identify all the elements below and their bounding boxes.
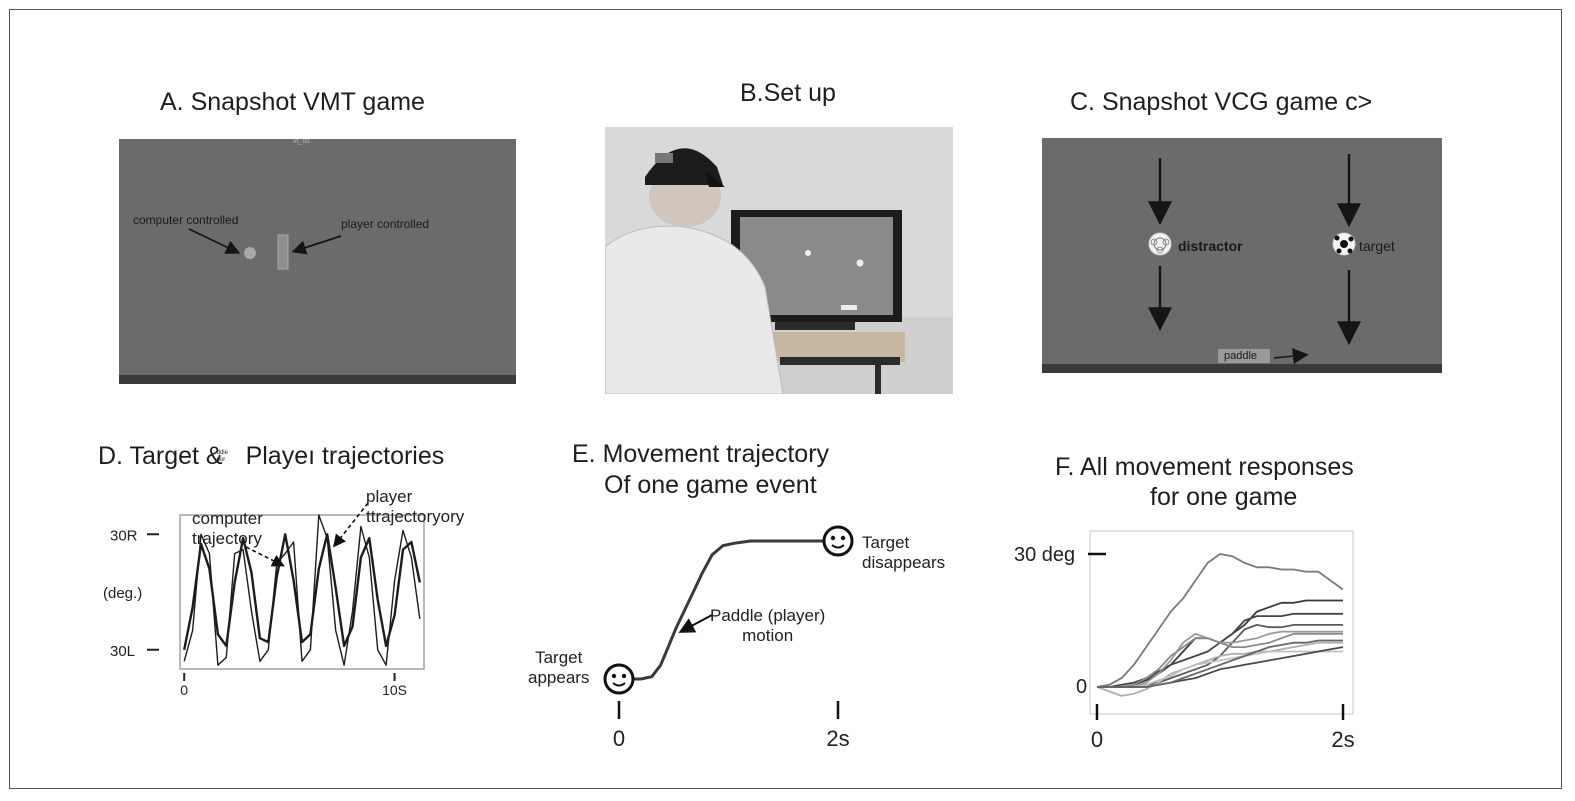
target-appears-face-icon bbox=[603, 663, 635, 695]
all-movement-responses-chart: 30 deg 0 0 2s bbox=[1014, 530, 1355, 752]
x-tick-end-label: 2s bbox=[826, 726, 849, 751]
x-tick-start-label: 0 bbox=[180, 682, 188, 698]
target-disappears-label: Target disappears bbox=[862, 533, 946, 572]
target-disappears-face-icon-eye-left bbox=[830, 535, 836, 541]
taskbar bbox=[1042, 364, 1442, 373]
vcg-game-graphics bbox=[1148, 154, 1361, 365]
target-ball-icon bbox=[1332, 232, 1356, 256]
panel-e-title-line1: E. Movement trajectory bbox=[572, 440, 830, 468]
x-tick-start-label: 0 bbox=[1091, 727, 1103, 752]
vmt-game-graphics bbox=[188, 228, 342, 270]
figure-frame bbox=[9, 9, 1562, 789]
panel-d-title-overlay: ddle por bbox=[216, 450, 228, 464]
target-appears-label: Target appears bbox=[528, 648, 590, 687]
movement-trajectory-chart: 0 2s bbox=[603, 525, 854, 751]
distractor-ball-icon bbox=[1148, 232, 1172, 256]
paddle-arrow bbox=[1273, 348, 1309, 365]
player-trajectory-label: player ttrajectoryory bbox=[366, 487, 465, 526]
target-label: target bbox=[1359, 238, 1395, 254]
target-appears-face-icon-outline bbox=[603, 663, 635, 695]
vcg-game-screenshot: distractor target paddle bbox=[1042, 138, 1442, 373]
y-tick-bottom-label: 30L bbox=[110, 643, 135, 660]
target-disappears-face-icon bbox=[822, 525, 854, 557]
target-disappears-face-icon-eye-right bbox=[840, 535, 846, 541]
response-line-6 bbox=[1097, 632, 1343, 688]
target-appears-face-icon-mouth bbox=[612, 682, 626, 687]
panel-d-title-end: Playeı trajectories bbox=[245, 442, 445, 470]
panel-f-title-line1: F. All movement responses bbox=[1055, 453, 1354, 481]
target-appears-face-icon-eye-right bbox=[621, 673, 627, 679]
response-line-1 bbox=[1096, 553, 1344, 688]
x-tick-start-label: 0 bbox=[613, 726, 625, 751]
x-tick-end-label: 10S bbox=[382, 682, 407, 698]
panel-f-title-line2: for one game bbox=[1150, 483, 1298, 511]
vmt-game-screenshot: vt_os computer controlled player control… bbox=[119, 139, 516, 384]
plot-frame bbox=[179, 514, 425, 670]
y-tick-bottom-label: 0 bbox=[1076, 676, 1087, 698]
panel-d-title: D. Target &ddle por Playeı trajectories bbox=[98, 441, 444, 471]
panel-c-title: C. Snapshot VCG game c> bbox=[1070, 88, 1373, 116]
plot-frame bbox=[1089, 530, 1354, 715]
panel-e-title-line2: Of one game event bbox=[604, 471, 817, 499]
setup-photo-drawing bbox=[605, 127, 953, 394]
ball bbox=[244, 247, 256, 259]
paddle-label: paddle bbox=[1224, 350, 1258, 362]
panel-b-title: B.Set up bbox=[740, 79, 836, 107]
response-line-10 bbox=[1097, 639, 1343, 688]
computer-controlled-label: computer controlled bbox=[133, 213, 239, 227]
player-controlled-label: player controlled bbox=[341, 217, 430, 231]
panel-a-title: A. Snapshot VMT game bbox=[160, 88, 425, 116]
computer-arrow bbox=[188, 228, 241, 254]
setup-photo bbox=[605, 127, 953, 394]
computer-trajectory-label: computer trajectory bbox=[192, 509, 263, 548]
tiny-screen-label: vt_os bbox=[293, 139, 310, 145]
response-line-7 bbox=[1096, 641, 1343, 697]
paddle-motion-label: Paddle (player) motion bbox=[710, 606, 826, 645]
series-line-computer bbox=[183, 533, 421, 651]
y-tick-top-label: 30 deg bbox=[1014, 544, 1075, 566]
response-line-9 bbox=[1097, 646, 1344, 688]
target-appears-face-icon-eye-left bbox=[611, 673, 617, 679]
y-unit-label: (deg.) bbox=[103, 585, 142, 602]
paddle bbox=[1218, 349, 1270, 363]
y-tick-top-label: 30R bbox=[110, 527, 138, 544]
target-player-trajectory-chart: 30R (deg.) 30L 0 10S bbox=[103, 502, 425, 698]
target-disappears-face-icon-outline bbox=[822, 525, 854, 557]
movement-line bbox=[619, 539, 838, 681]
player-arrow bbox=[291, 235, 342, 255]
x-tick-end-label: 2s bbox=[1331, 727, 1354, 752]
paddle-motion-pointer bbox=[678, 614, 713, 633]
distractor-label: distractor bbox=[1178, 238, 1243, 254]
panel-d-title-start: D. Target & bbox=[98, 442, 223, 470]
target-disappears-face-icon-mouth bbox=[831, 544, 845, 549]
series-line-player bbox=[183, 514, 421, 666]
response-line-5 bbox=[1097, 630, 1343, 688]
taskbar bbox=[119, 375, 516, 384]
player-trajectory-pointer bbox=[333, 502, 369, 548]
paddle bbox=[277, 234, 289, 270]
